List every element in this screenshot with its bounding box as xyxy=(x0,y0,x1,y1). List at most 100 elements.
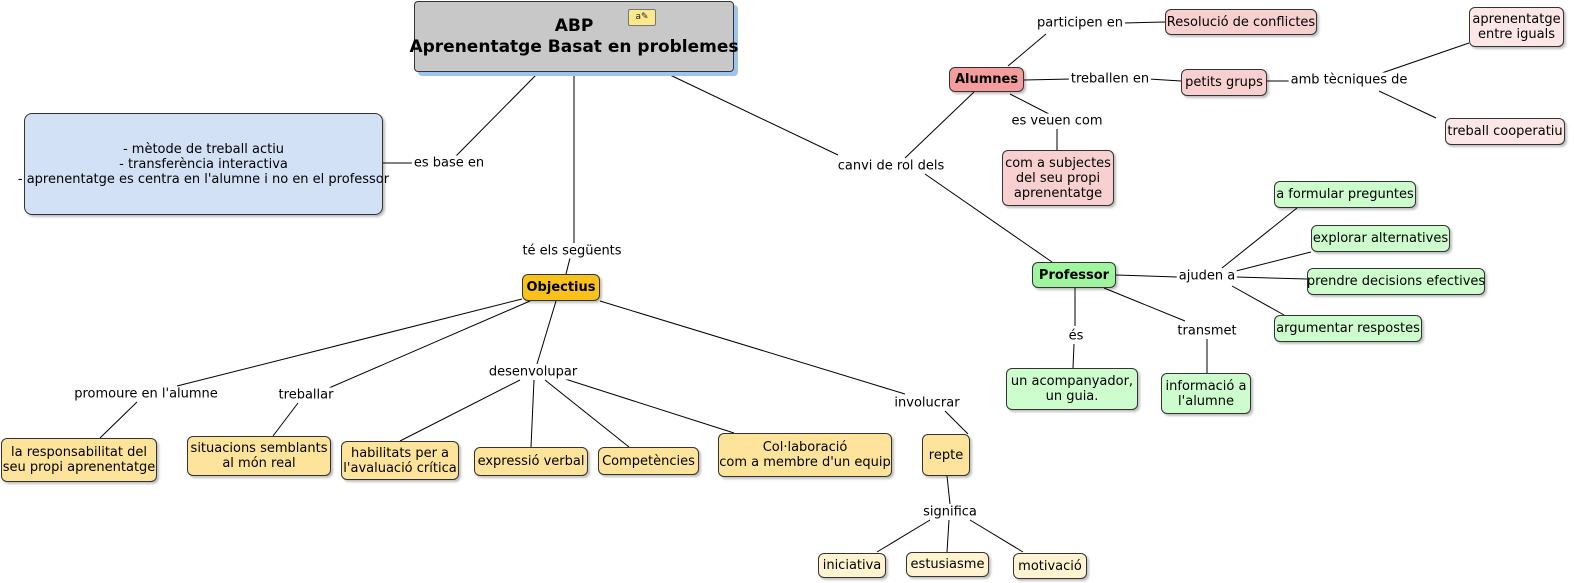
connector-line xyxy=(667,73,839,156)
prendre-decisions-label: prendre decisions efectives xyxy=(1306,274,1486,289)
objectius-label: Objectius xyxy=(526,280,596,295)
connector-line xyxy=(904,91,975,159)
explorar-alternatives-node[interactable]: explorar alternatives xyxy=(1311,225,1450,252)
connector-line xyxy=(99,401,138,439)
petits-grups-node[interactable]: petits grups xyxy=(1181,69,1267,96)
repte-label: repte xyxy=(928,447,964,463)
link-label-es-base-en: es base en xyxy=(411,155,487,171)
treball-cooperatiu-node[interactable]: treball cooperatiu xyxy=(1445,118,1565,145)
prendre-decisions-node[interactable]: prendre decisions efectives xyxy=(1307,268,1485,295)
informacio-alumne-node[interactable]: informació a l'alumne xyxy=(1161,373,1251,414)
habilitats-line1: habilitats per a xyxy=(350,445,450,461)
connector-line xyxy=(1007,33,1047,67)
main-concept-node[interactable]: ABP Aprenentatge Basat en problemes xyxy=(409,1,739,72)
acompanyador-line2: un guia. xyxy=(1045,389,1099,404)
connector-line xyxy=(561,377,735,434)
connector-line xyxy=(1115,274,1178,278)
argumentar-respostes-label: argumentar respostes xyxy=(1276,321,1420,336)
argumentar-respostes-node[interactable]: argumentar respostes xyxy=(1274,315,1422,342)
situacions-line2: al món real xyxy=(222,456,296,471)
explorar-alternatives-label: explorar alternatives xyxy=(1312,231,1449,246)
connector-line xyxy=(1235,276,1308,280)
acompanyador-node[interactable]: un acompanyador, un guia. xyxy=(1006,368,1138,410)
expressio-verbal-label: expressió verbal xyxy=(477,454,585,469)
connector-line xyxy=(969,519,1024,553)
motivacio-node[interactable]: motivació xyxy=(1013,553,1087,579)
link-label-treballar: treballar xyxy=(276,387,336,403)
habilitats-node[interactable]: habilitats per a l'avaluació crítica xyxy=(341,441,459,480)
formular-preguntes-label: a formular preguntes xyxy=(1276,187,1414,202)
connector-line xyxy=(544,379,630,448)
link-label-es: és xyxy=(1066,328,1086,344)
connector-line xyxy=(924,173,1053,263)
alumnes-node[interactable]: Alumnes xyxy=(949,67,1024,92)
informacio-line2: l'alumne xyxy=(1178,393,1234,409)
connector-line xyxy=(599,300,906,395)
connector-line xyxy=(944,410,969,435)
connector-line xyxy=(1148,78,1182,82)
link-label-participen-en: participen en xyxy=(1035,15,1125,31)
description-node[interactable]: - mètode de treball actiu - transferènci… xyxy=(18,113,389,215)
connector-line xyxy=(399,379,521,442)
situacions-line1: situacions semblants xyxy=(190,441,328,456)
connector-line xyxy=(1235,251,1312,272)
motivacio-label: motivació xyxy=(1018,558,1082,574)
connector-line xyxy=(1072,343,1075,369)
link-label-desenvolupar: desenvolupar xyxy=(486,364,580,380)
subjectes-line2: del seu propi xyxy=(1015,170,1101,186)
professor-node[interactable]: Professor xyxy=(1032,262,1116,288)
connector-line xyxy=(946,475,951,505)
description-line1: - mètode de treball actiu xyxy=(122,141,285,157)
professor-label: Professor xyxy=(1038,267,1110,283)
link-label-te-els-seguents: té els següents xyxy=(520,243,624,259)
link-label-promoure: promoure en l'alumne xyxy=(72,386,220,402)
link-label-es-veuen-com: es veuen com xyxy=(1009,113,1105,129)
link-label-involucrar: involucrar xyxy=(892,395,962,411)
situacions-node[interactable]: situacions semblants al món real xyxy=(187,436,331,476)
entre-iguals-line2: entre iguals xyxy=(1478,27,1555,42)
link-label-ajuden-a: ajuden a xyxy=(1176,268,1238,284)
connector-line xyxy=(536,300,557,365)
connector-line xyxy=(1009,93,1050,115)
subjectes-line1: com a subjectes xyxy=(1005,155,1111,171)
expressio-verbal-node[interactable]: expressió verbal xyxy=(474,447,588,476)
connector-line xyxy=(1123,21,1166,24)
acompanyador-line1: un acompanyador, xyxy=(1010,374,1134,389)
connector-line xyxy=(876,519,931,553)
description-line2: - transferència interactiva xyxy=(119,156,288,172)
iniciativa-node[interactable]: iniciativa xyxy=(818,553,886,578)
resolucio-conflictes-node[interactable]: Resolució de conflictes xyxy=(1165,9,1317,35)
estusiasme-label: estusiasme xyxy=(910,557,985,572)
main-concept-line1: ABP xyxy=(554,15,594,36)
connector-line xyxy=(455,73,538,157)
connector-line xyxy=(328,300,531,389)
competencies-node[interactable]: Competències xyxy=(598,447,699,475)
formular-preguntes-node[interactable]: a formular preguntes xyxy=(1274,181,1416,208)
collaboracio-line1: Col·laboració xyxy=(762,440,848,455)
link-label-significa: significa xyxy=(921,504,979,520)
collaboracio-node[interactable]: Col·laboració com a membre d'un equip xyxy=(718,433,892,477)
entre-iguals-line1: aprenentatge xyxy=(1472,12,1561,27)
connector-line xyxy=(1023,78,1073,81)
note-icon[interactable]: a✎ xyxy=(628,9,656,26)
informacio-line1: informació a xyxy=(1165,378,1247,394)
connector-line xyxy=(1378,42,1470,75)
repte-node[interactable]: repte xyxy=(922,434,970,476)
aprenentatge-entre-iguals-node[interactable]: aprenentatge entre iguals xyxy=(1469,7,1564,47)
responsabilitat-node[interactable]: la responsabilitat del seu propi aprenen… xyxy=(1,438,157,482)
connector-line xyxy=(1103,287,1186,322)
subjectes-line3: aprenentatge xyxy=(1013,185,1103,201)
link-label-transmet: transmet xyxy=(1175,323,1239,339)
habilitats-line2: l'avaluació crítica xyxy=(343,460,457,476)
treball-cooperatiu-label: treball cooperatiu xyxy=(1447,124,1563,139)
subjectes-node[interactable]: com a subjectes del seu propi aprenentat… xyxy=(1002,150,1114,206)
objectius-node[interactable]: Objectius xyxy=(522,274,600,301)
connector-line xyxy=(272,402,299,437)
competencies-label: Competències xyxy=(602,453,695,469)
connector-line xyxy=(530,379,535,448)
connector-line xyxy=(946,519,950,553)
connector-line xyxy=(1378,90,1437,119)
estusiasme-node[interactable]: estusiasme xyxy=(906,552,989,577)
description-line3: - aprenentatge es centra en l'alumne i n… xyxy=(17,171,390,187)
